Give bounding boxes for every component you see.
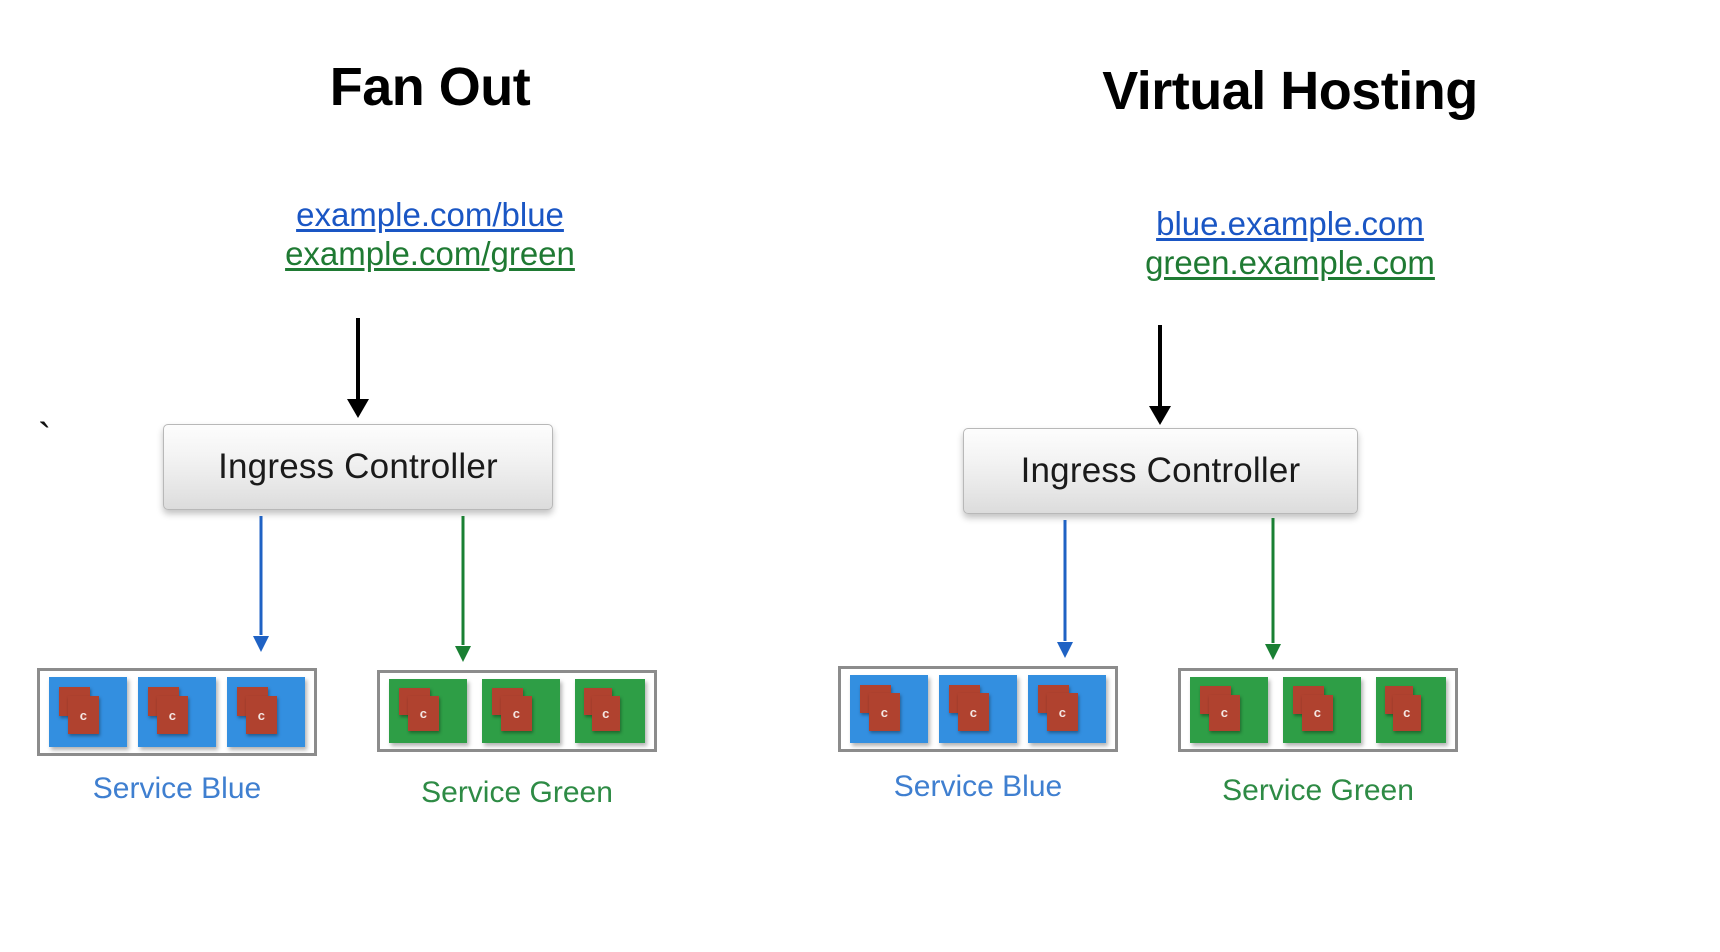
pod[interactable]: c [138,677,216,747]
container-icon-front: c [1392,694,1421,732]
container-letter: c [602,706,610,722]
stray-backtick-mark: ` [38,416,52,460]
container-letter: c [1313,705,1321,721]
container-icon-front: c [957,693,989,731]
arrow-routes-to-ingress [1140,325,1180,425]
pod[interactable]: c [482,679,560,743]
service-caption-blue: Service Blue [893,770,1063,803]
ingress-controller-label: Ingress Controller [1020,451,1301,490]
container-icon-front: c [407,696,439,732]
container-icon-front: c [500,696,532,732]
arrow-ingress-to-service-green [1258,518,1288,660]
pod[interactable]: c [1376,677,1446,743]
pod[interactable]: c [389,679,467,743]
container-icon-front: c [591,696,620,732]
arrow-head [1265,644,1281,660]
pod[interactable]: c [1028,675,1106,743]
arrow-shaft [1271,518,1275,643]
pod[interactable]: c [227,677,305,747]
route-link-blue[interactable]: blue.example.com [1156,205,1424,242]
service-caption-green: Service Green [1222,774,1414,807]
arrow-shaft [461,516,465,645]
container-letter: c [419,706,427,722]
container-letter: c [512,706,520,722]
service-group-blue[interactable]: c c c [37,668,317,756]
container-icon-front: c [245,695,277,735]
page-title-virtual-hosting: Virtual Hosting [1102,61,1478,121]
route-link-blue[interactable]: example.com/blue [296,196,564,233]
page-title-fan-out: Fan Out [329,57,531,117]
arrow-head [455,646,471,662]
container-icon-front: c [156,695,188,735]
service-group-green[interactable]: c c c [1178,668,1458,752]
panel-fan-out: Fan Out example.com/blue example.com/gre… [0,57,860,809]
service-caption-green: Service Green [421,776,613,809]
container-icon-front: c [1046,693,1078,731]
route-list-virtual-hosting: blue.example.com green.example.com [860,205,1720,283]
container-letter: c [168,707,176,723]
container-letter: c [1220,705,1228,721]
route-link-green[interactable]: example.com/green [285,234,575,272]
arrow-head [253,636,269,652]
service-caption-blue: Service Blue [92,772,262,805]
arrow-head [1057,642,1073,658]
arrow-routes-to-ingress [338,318,378,418]
pod[interactable]: c [1283,677,1361,743]
container-letter: c [79,707,87,723]
container-icon-front: c [67,695,99,735]
pod[interactable]: c [49,677,127,747]
ingress-controller-box[interactable]: Ingress Controller [963,428,1358,514]
arrow-shaft [259,516,263,635]
arrow-shaft [1063,520,1067,641]
arrow-ingress-to-service-blue [246,516,276,652]
container-icon-front: c [868,693,900,731]
route-list-fan-out: example.com/blue example.com/green [0,196,860,274]
container-letter: c [969,704,977,720]
pod[interactable]: c [575,679,645,743]
service-group-green[interactable]: c c c [377,670,657,752]
pod[interactable]: c [850,675,928,743]
route-link-green[interactable]: green.example.com [1145,243,1435,281]
arrow-head [1149,406,1171,425]
container-letter: c [257,707,265,723]
service-group-blue[interactable]: c c c [838,666,1118,752]
container-icon-front: c [1301,694,1333,732]
pod[interactable]: c [1190,677,1268,743]
container-letter: c [1403,705,1411,721]
arrow-shaft [1158,325,1162,408]
container-letter: c [1058,704,1066,720]
ingress-controller-label: Ingress Controller [218,447,498,486]
ingress-controller-box[interactable]: Ingress Controller [163,424,553,510]
container-icon-front: c [1208,694,1240,732]
arrow-ingress-to-service-blue [1050,520,1080,658]
arrow-shaft [356,318,360,401]
panel-virtual-hosting: Virtual Hosting blue.example.com green.e… [838,0,1720,952]
container-letter: c [880,704,888,720]
arrow-head [347,399,369,418]
arrow-ingress-to-service-green [448,516,478,662]
pod[interactable]: c [939,675,1017,743]
